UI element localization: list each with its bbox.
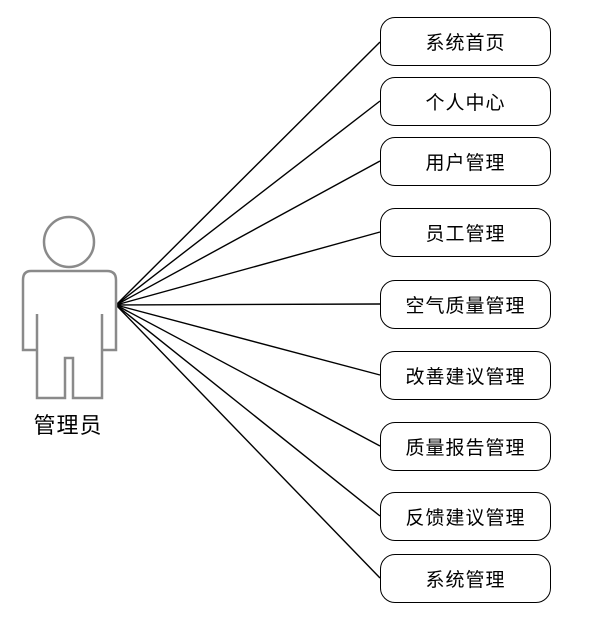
association-lines <box>115 41 381 579</box>
usecase-air-quality-management[interactable]: 空气质量管理 <box>380 280 551 329</box>
usecase-user-management[interactable]: 用户管理 <box>380 137 551 186</box>
usecase-personal-center[interactable]: 个人中心 <box>380 77 551 126</box>
actor-label: 管理员 <box>33 414 103 439</box>
usecase-feedback-suggestion-management[interactable]: 反馈建议管理 <box>380 492 551 541</box>
association-line-3 <box>115 160 381 306</box>
usecase-system-management[interactable]: 系统管理 <box>380 554 551 603</box>
actor-head <box>42 215 96 269</box>
usecase-quality-report-management[interactable]: 质量报告管理 <box>380 422 551 471</box>
association-line-5 <box>115 303 381 306</box>
usecase-employee-management[interactable]: 员工管理 <box>380 208 551 257</box>
association-line-4 <box>115 231 381 306</box>
association-line-7 <box>115 304 381 447</box>
association-line-8 <box>115 304 381 517</box>
actor-body <box>21 269 118 400</box>
association-line-9 <box>115 304 381 579</box>
association-line-6 <box>115 304 381 376</box>
association-line-1 <box>115 41 381 306</box>
usecase-system-home[interactable]: 系统首页 <box>380 17 551 66</box>
association-line-2 <box>115 100 381 306</box>
stick-figure-actor-icon <box>21 215 118 400</box>
usecase-improvement-suggestion-management[interactable]: 改善建议管理 <box>380 351 551 400</box>
